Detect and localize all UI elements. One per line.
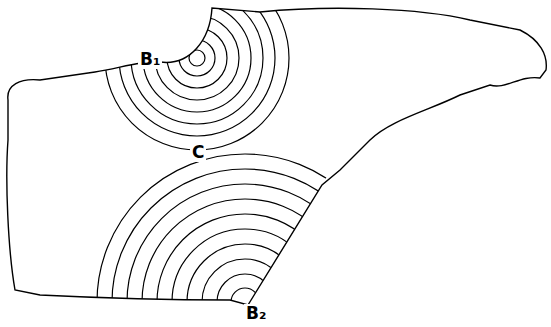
flake-outline bbox=[7, 8, 546, 305]
point-label: C bbox=[190, 143, 206, 162]
point-label: B₁ bbox=[138, 50, 162, 69]
lower-ripples bbox=[97, 154, 393, 327]
lower-ripples-outer bbox=[97, 154, 393, 327]
point-label: B₂ bbox=[244, 304, 268, 323]
upper-ripples bbox=[105, 0, 289, 150]
